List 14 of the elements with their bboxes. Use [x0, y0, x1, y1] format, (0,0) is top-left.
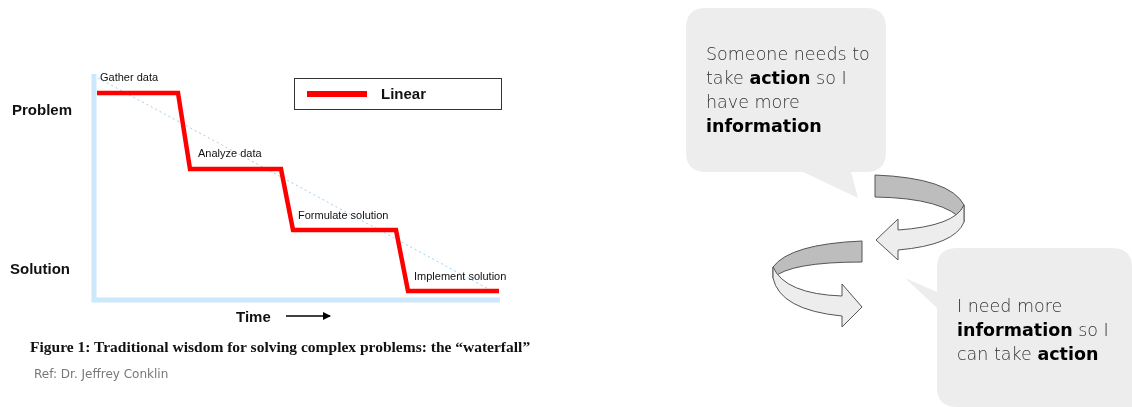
text-label: Formulate solution	[298, 209, 389, 221]
text-label: Time	[236, 308, 271, 325]
bubble-text: I need more information so I can take action	[957, 295, 1110, 366]
text-label: Gather data	[100, 71, 159, 83]
legend-label: Linear	[381, 85, 426, 102]
bubble-text: Someone needs to take action so I have more information	[706, 43, 871, 138]
text-label: Implement solution	[414, 270, 507, 282]
axis-label: Solution	[10, 260, 70, 277]
text-label: Analyze data	[198, 147, 262, 159]
axis-label: Problem	[12, 101, 72, 118]
speech-bubble	[905, 248, 1132, 407]
text-label: Ref: Dr. Jeffrey Conklin	[34, 367, 169, 381]
speech-bubble	[686, 8, 886, 198]
figure-caption: Figure 1: Traditional wisdom for solving complex problems: the “waterfall”	[30, 338, 531, 356]
